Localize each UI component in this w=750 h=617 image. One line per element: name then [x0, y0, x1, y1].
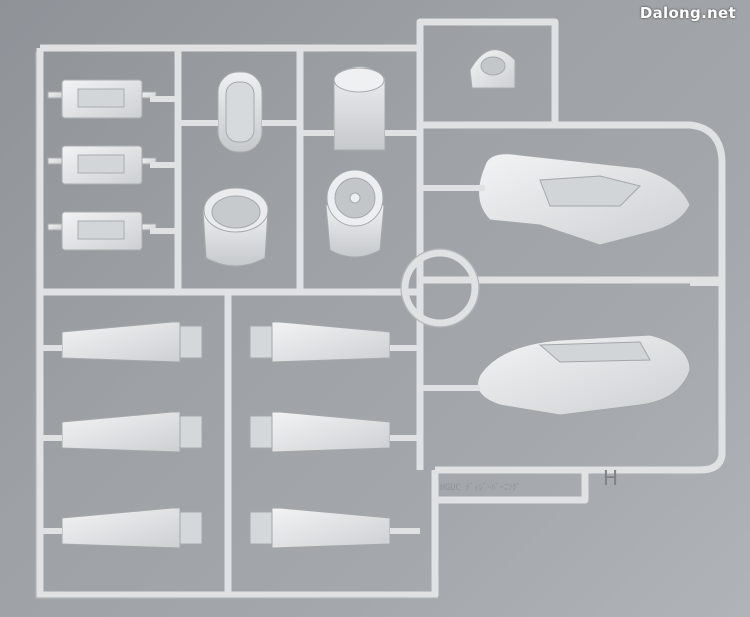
armor-parts — [477, 153, 691, 416]
sprue-molded-text: HGUC ﾃﾞｨｼﾞｰﾊﾞｰﾆﾝｸﾞ — [440, 483, 521, 493]
bracket-parts — [47, 79, 157, 251]
watermark-text: Dalong.net — [639, 4, 736, 22]
fin-parts — [61, 321, 391, 549]
ring-part — [469, 49, 516, 89]
pod-parts — [202, 66, 386, 267]
sprue-letter: H — [603, 466, 619, 490]
gates — [40, 96, 722, 534]
sprue-frame — [36, 18, 726, 599]
